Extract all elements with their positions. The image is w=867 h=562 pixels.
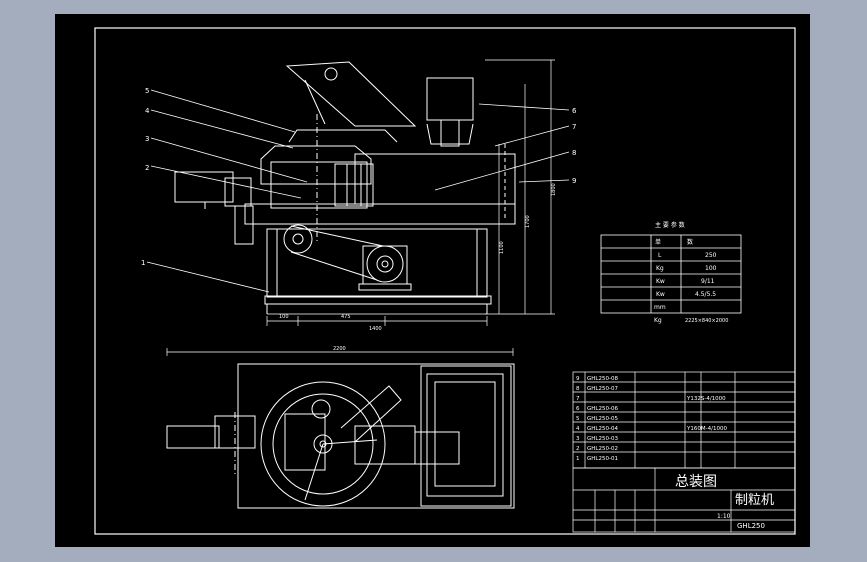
- params-header-value: 数: [687, 238, 693, 246]
- bom-no-1: 1: [576, 456, 580, 462]
- params-r6-unit: Kg: [654, 317, 662, 324]
- dim-1400: 1400: [369, 326, 382, 332]
- params-r2-value: 100: [705, 265, 717, 272]
- bom-code-4: GHL250-04: [587, 426, 618, 432]
- params-r1-unit: L: [658, 252, 662, 259]
- bom-no-7: 7: [576, 396, 580, 402]
- bom-code-2: GHL250-02: [587, 446, 618, 452]
- callout-numbers: 1 2 3 4 5 6 7 8 9: [141, 87, 577, 267]
- dim-475: 475: [341, 314, 351, 320]
- callout-7: 7: [572, 123, 576, 131]
- outer-border: [94, 27, 796, 535]
- callout-9: 9: [572, 177, 576, 185]
- drawing-number: GHL250: [737, 522, 765, 530]
- params-r4-value: 4.5/5.5: [695, 291, 716, 298]
- dim-1100: 1100: [499, 241, 505, 254]
- callout-6: 6: [572, 107, 577, 115]
- callout-5: 5: [145, 87, 149, 95]
- title-block: [572, 467, 796, 533]
- params-r3-unit: Kw: [656, 278, 665, 285]
- bom-no-6: 6: [576, 406, 580, 412]
- params-title: 主 要 参 数: [655, 221, 685, 229]
- dim-2200: 2200: [333, 346, 346, 352]
- bom-code-8: GHL250-07: [587, 386, 618, 392]
- front-view: [174, 61, 516, 314]
- params-r3-value: 9/11: [701, 278, 715, 285]
- cad-drawing: 1 2 3 4 5 6 7 8 9 100 475 1400 1800 1700…: [94, 27, 796, 535]
- bom-no-2: 2: [576, 446, 580, 452]
- bom-note-4: Y160M-4/1000: [686, 426, 727, 432]
- dim-1700: 1700: [525, 215, 531, 228]
- callout-leaders: [146, 89, 570, 293]
- front-dimensions: [266, 59, 555, 326]
- bom-code-3: GHL250-03: [587, 436, 618, 442]
- params-r6-value: 2225×840×2000: [685, 318, 728, 324]
- params-r5-unit: mm: [654, 304, 666, 311]
- dim-100: 100: [279, 314, 289, 320]
- params-r2-unit: Kg: [656, 265, 664, 272]
- parameters-table: [600, 234, 742, 314]
- bom-code-1: GHL250-01: [587, 456, 618, 462]
- callout-3: 3: [145, 135, 149, 143]
- bom-no-3: 3: [576, 436, 580, 442]
- bom-no-4: 4: [576, 426, 580, 432]
- bom-note-7: Y132S-4/1000: [686, 396, 726, 402]
- drawing-title: 总装图: [675, 474, 717, 490]
- callout-8: 8: [572, 149, 576, 157]
- params-r1-value: 250: [705, 252, 717, 259]
- callout-2: 2: [145, 164, 149, 172]
- bom-no-5: 5: [576, 416, 580, 422]
- bom-no-8: 8: [576, 386, 580, 392]
- params-r4-unit: Kw: [656, 291, 665, 298]
- bom-code-6: GHL250-06: [587, 406, 618, 412]
- params-header-unit: 单: [655, 238, 661, 246]
- drawing-scale: 1:10: [717, 513, 731, 520]
- top-view: [166, 348, 515, 509]
- bom-table: [572, 371, 796, 469]
- machine-name: 制粒机: [735, 493, 774, 508]
- bom-no-9: 9: [576, 376, 580, 382]
- bom-code-5: GHL250-05: [587, 416, 618, 422]
- drawing-sheet: 1 2 3 4 5 6 7 8 9 100 475 1400 1800 1700…: [55, 14, 810, 547]
- callout-1: 1: [141, 259, 145, 267]
- bom-code-9: GHL250-08: [587, 376, 618, 382]
- callout-4: 4: [145, 107, 150, 115]
- dim-1800: 1800: [551, 183, 557, 196]
